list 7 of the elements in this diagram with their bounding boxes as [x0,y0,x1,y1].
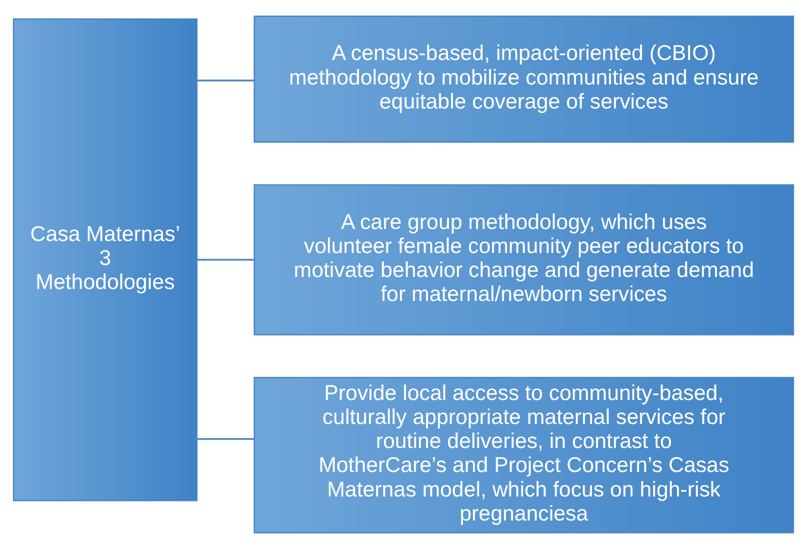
node-box: Provide local access to community-based, culturally appropriate maternal services for routine deliveries, in contrast to MotherCare’s and Project Concern’s Casas Maternas model, which focus on high-risk pregnanciesa [254,376,794,534]
node-box: A census-based, impact-oriented (CBIO) methodology to mobilize communities and ensure equitable coverage of services [254,16,794,143]
connector [197,258,254,261]
connector [197,80,254,82]
node-box: Casa Maternas’ 3 Methodologies [12,18,198,502]
connector [197,438,254,440]
node-box: A care group methodology, which uses volunteer female community peer educators to motivate behavior change and generate demand for maternal/newborn services [254,184,794,336]
